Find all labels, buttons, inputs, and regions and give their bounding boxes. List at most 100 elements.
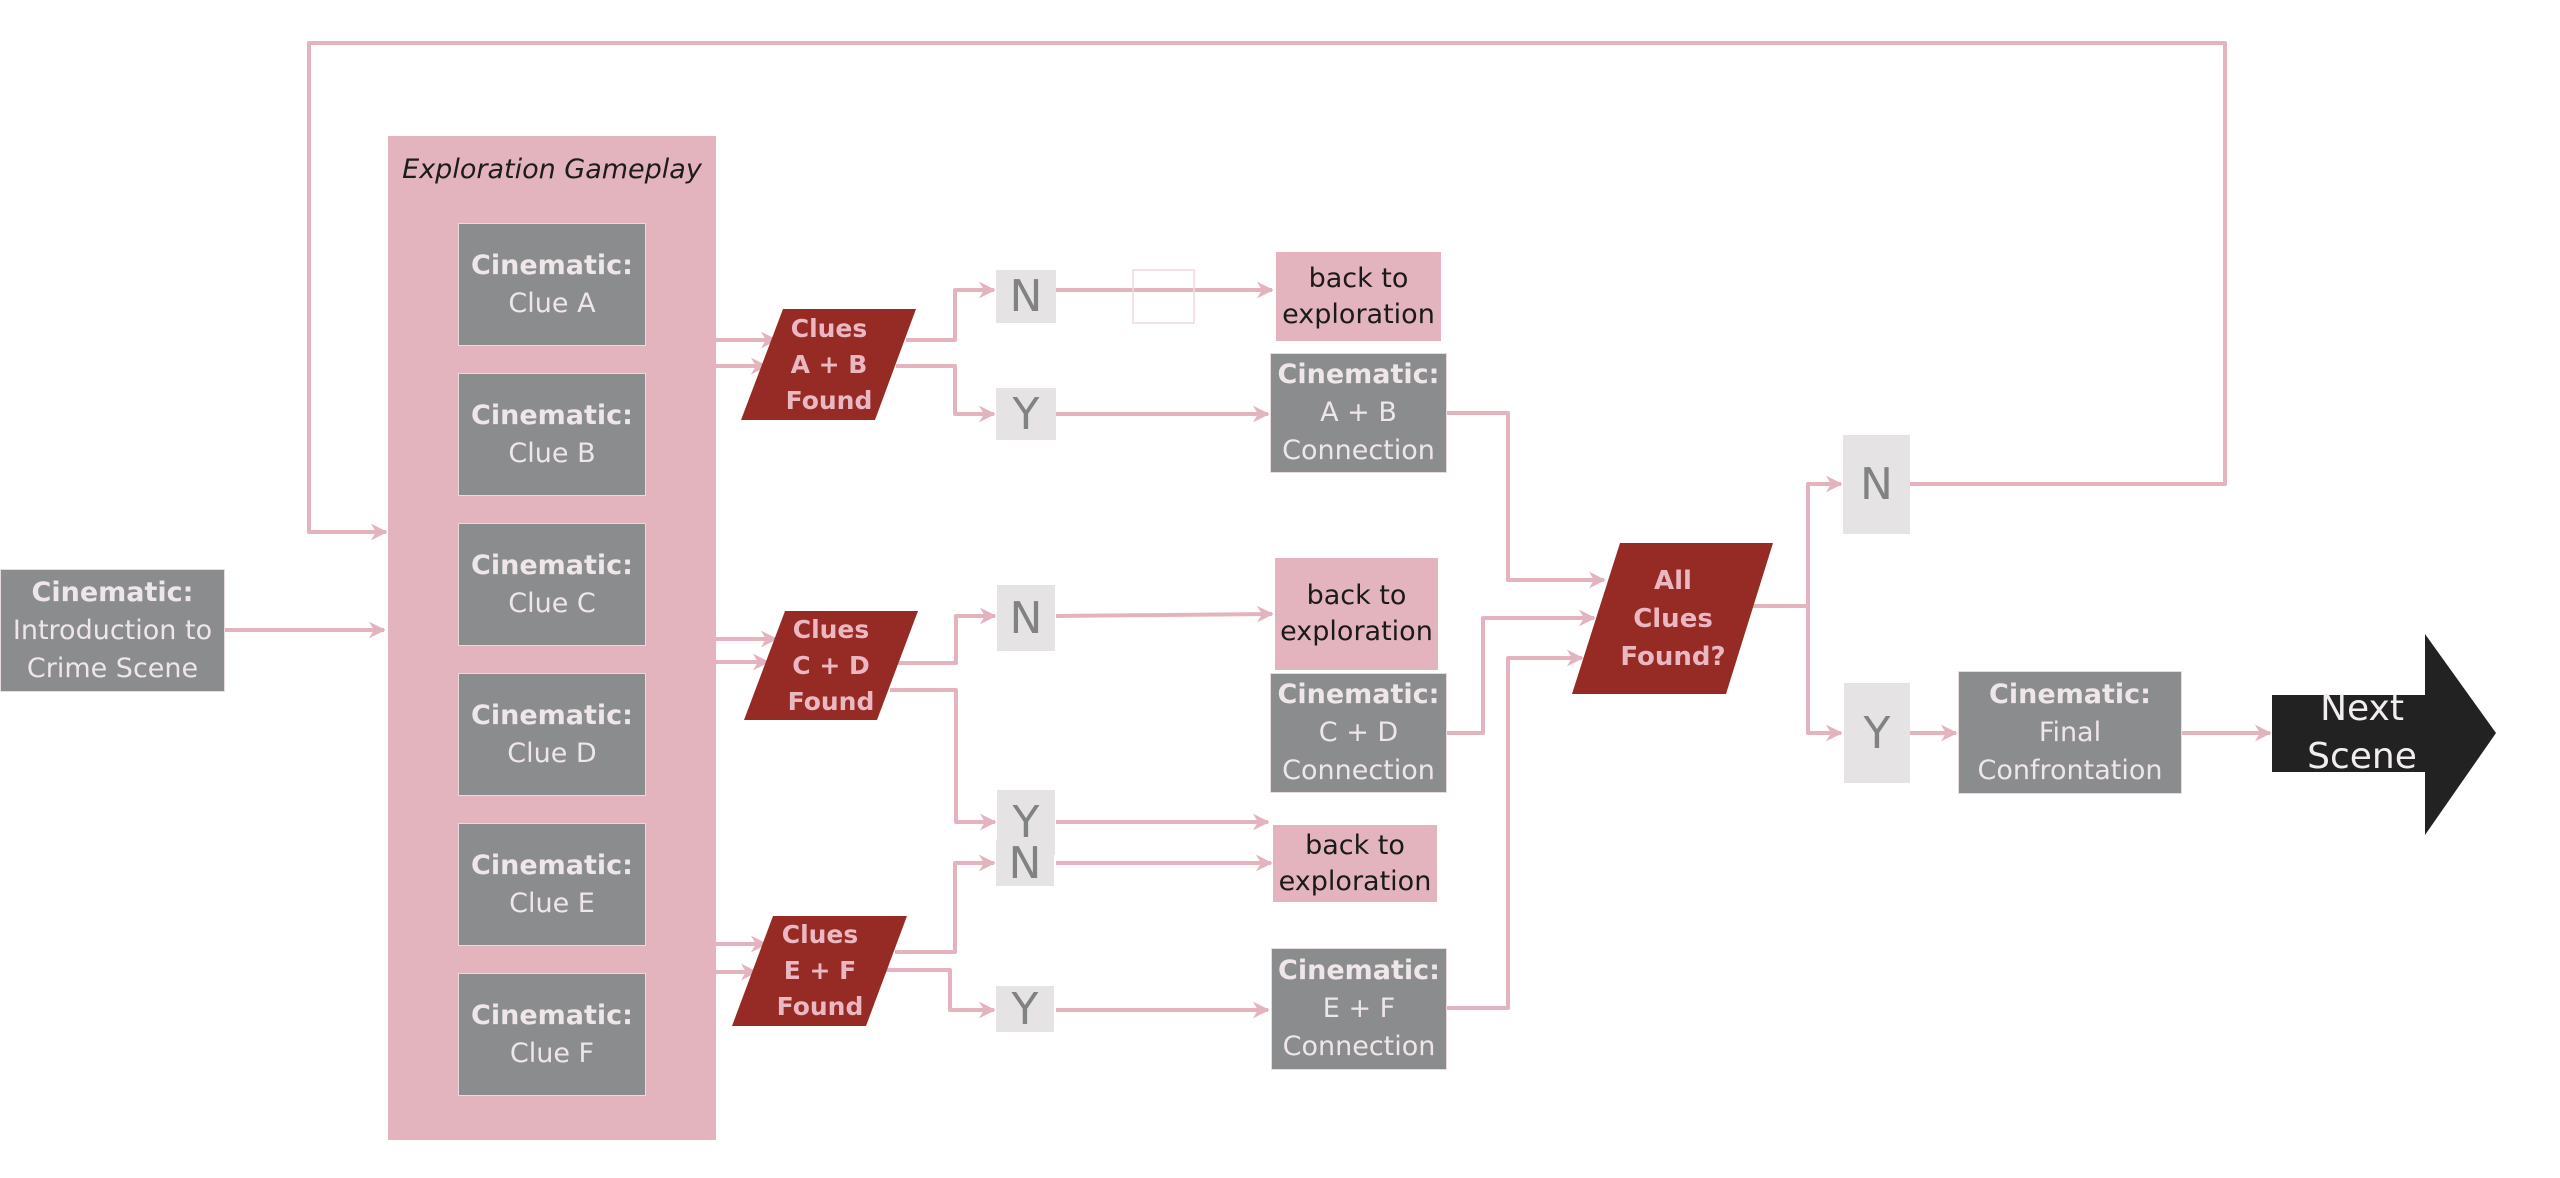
connector-ab-connection-to-all bbox=[1447, 411, 1606, 589]
cd-connection-box[interactable]: Cinematic: C + D Connection bbox=[1270, 673, 1447, 793]
no-label: N bbox=[1008, 837, 1042, 889]
connector-cd-to-n bbox=[898, 607, 997, 665]
all-yes-box[interactable]: Y bbox=[1844, 683, 1910, 783]
clue-a-box[interactable]: Cinematic: Clue A bbox=[458, 223, 646, 346]
final-line1: Final bbox=[2038, 716, 2102, 748]
decision-line: Found bbox=[787, 686, 875, 716]
clue-heading: Cinematic: bbox=[471, 699, 633, 731]
decision-cd-label: Clues C + D Found bbox=[760, 611, 902, 720]
connector-ef-connection-to-all bbox=[1447, 649, 1584, 1010]
yes-label: Y bbox=[1012, 388, 1040, 440]
connection-line1: E + F bbox=[1322, 993, 1396, 1024]
decision-ef-label: Clues E + F Found bbox=[749, 916, 891, 1026]
yes-label: Y bbox=[1863, 707, 1891, 759]
connection-line2: Connection bbox=[1282, 435, 1435, 466]
back-line2: exploration bbox=[1280, 616, 1433, 647]
ef-connection-box[interactable]: Cinematic: E + F Connection bbox=[1271, 948, 1447, 1070]
connection-line1: A + B bbox=[1320, 397, 1397, 428]
back-line2: exploration bbox=[1282, 298, 1435, 330]
clue-label: Clue A bbox=[508, 287, 596, 319]
ef-back-to-exploration[interactable]: back to exploration bbox=[1273, 825, 1437, 902]
connector-ef-to-n bbox=[895, 854, 996, 954]
connector-loop-back bbox=[307, 41, 2227, 541]
clue-e-box[interactable]: Cinematic: Clue E bbox=[458, 823, 646, 946]
decision-line: All bbox=[1654, 565, 1692, 596]
exploration-title: Exploration Gameplay bbox=[402, 154, 702, 185]
no-label: N bbox=[1009, 592, 1043, 644]
clue-label: Clue B bbox=[508, 437, 596, 469]
intro-cinematic-box[interactable]: Cinematic: Introduction to Crime Scene bbox=[0, 569, 225, 692]
back-line1: back to bbox=[1305, 829, 1405, 861]
clue-f-box[interactable]: Cinematic: Clue F bbox=[458, 973, 646, 1096]
intro-heading: Cinematic: bbox=[31, 576, 194, 608]
clue-label: Clue E bbox=[509, 887, 595, 919]
decision-line: Found bbox=[776, 992, 864, 1021]
yes-label: Y bbox=[1011, 983, 1039, 1035]
yes-label: Y bbox=[1012, 797, 1040, 848]
decision-line: Clues bbox=[781, 920, 859, 949]
decision-line: A + B bbox=[790, 349, 868, 379]
connection-heading: Cinematic: bbox=[1277, 359, 1440, 390]
connector-cd-to-y bbox=[890, 688, 997, 831]
empty-placeholder-box bbox=[1132, 269, 1195, 324]
connector-all-to-n bbox=[1752, 475, 1843, 608]
intro-line2: Crime Scene bbox=[26, 652, 199, 684]
decision-line: Found? bbox=[1620, 641, 1726, 672]
final-heading: Cinematic: bbox=[1989, 678, 2151, 710]
back-line2: exploration bbox=[1278, 865, 1432, 897]
clue-heading: Cinematic: bbox=[471, 399, 633, 431]
ab-yes-box[interactable]: Y bbox=[996, 388, 1056, 440]
no-label: N bbox=[1009, 271, 1043, 322]
cd-no-box[interactable]: N bbox=[997, 585, 1055, 651]
ef-no-box[interactable]: N bbox=[996, 837, 1054, 889]
next-scene-line1: Next bbox=[2320, 688, 2404, 729]
decision-ab-shape[interactable] bbox=[741, 309, 916, 420]
final-line2: Confrontation bbox=[1977, 754, 2163, 786]
decision-line: E + F bbox=[783, 956, 857, 985]
back-line1: back to bbox=[1306, 580, 1407, 611]
clue-heading: Cinematic: bbox=[471, 999, 633, 1031]
clue-b-box[interactable]: Cinematic: Clue B bbox=[458, 373, 646, 496]
decision-line: Clues bbox=[792, 614, 870, 644]
next-scene-label: Next Scene bbox=[2272, 683, 2452, 783]
connection-line1: C + D bbox=[1318, 717, 1399, 748]
decision-line: Clues bbox=[1633, 603, 1713, 634]
connector-cd-n-to-back bbox=[1055, 605, 1274, 623]
next-scene-arrow-shape[interactable] bbox=[2272, 634, 2496, 835]
connection-heading: Cinematic: bbox=[1277, 679, 1440, 710]
decision-all-clues-shape[interactable] bbox=[1572, 543, 1773, 694]
final-confrontation-box[interactable]: Cinematic: Final Confrontation bbox=[1958, 671, 2182, 794]
decision-ab-label: Clues A + B Found bbox=[758, 309, 900, 420]
clue-label: Clue D bbox=[507, 737, 597, 769]
ef-yes-box[interactable]: Y bbox=[996, 983, 1054, 1035]
decision-ef-shape[interactable] bbox=[732, 916, 907, 1026]
clue-label: Clue F bbox=[509, 1037, 595, 1069]
connector-all-to-y bbox=[1806, 606, 1843, 742]
clue-heading: Cinematic: bbox=[471, 249, 633, 281]
decision-cd-shape[interactable] bbox=[744, 611, 918, 720]
connection-line2: Connection bbox=[1282, 1031, 1436, 1062]
clue-heading: Cinematic: bbox=[471, 849, 633, 881]
connector-ab-to-n bbox=[906, 281, 996, 342]
connection-heading: Cinematic: bbox=[1278, 955, 1440, 986]
next-scene-line2: Scene bbox=[2307, 736, 2417, 777]
decision-all-clues-label: All Clues Found? bbox=[1596, 543, 1750, 694]
clue-c-box[interactable]: Cinematic: Clue C bbox=[458, 523, 646, 646]
intro-line1: Introduction to bbox=[12, 614, 213, 646]
ab-connection-box[interactable]: Cinematic: A + B Connection bbox=[1270, 353, 1447, 473]
ab-back-to-exploration[interactable]: back to exploration bbox=[1276, 252, 1441, 341]
ab-no-box[interactable]: N bbox=[996, 270, 1056, 323]
connector-cd-connection-to-all bbox=[1447, 609, 1596, 735]
connector-ef-to-y bbox=[885, 968, 996, 1019]
no-label: N bbox=[1860, 459, 1893, 510]
clue-d-box[interactable]: Cinematic: Clue D bbox=[458, 673, 646, 796]
decision-line: Found bbox=[785, 385, 873, 415]
all-no-box[interactable]: N bbox=[1843, 435, 1910, 534]
connector-ab-to-y bbox=[896, 364, 996, 423]
decision-line: C + D bbox=[792, 650, 870, 680]
cd-back-to-exploration[interactable]: back to exploration bbox=[1275, 558, 1438, 670]
decision-line: Clues bbox=[790, 313, 868, 343]
clue-label: Clue C bbox=[508, 587, 596, 619]
